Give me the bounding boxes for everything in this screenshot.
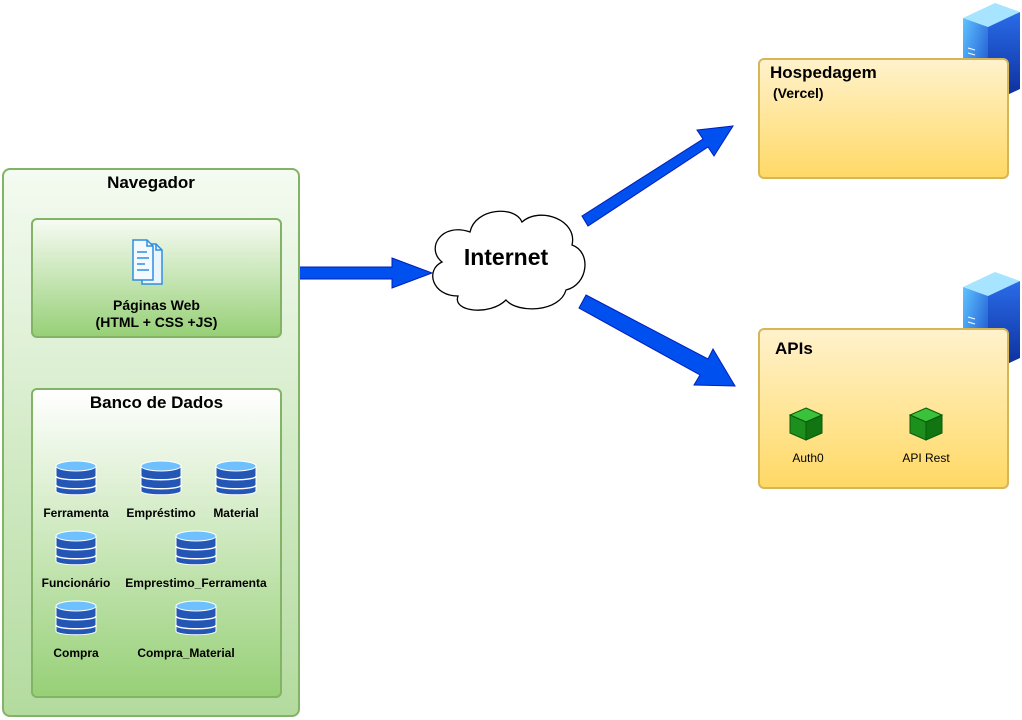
api-rest-icon: [909, 407, 943, 441]
arrow-to-hospedagem: [581, 125, 734, 227]
hospedagem-title: Hospedagem: [770, 63, 877, 82]
db-label-material: Material: [213, 506, 259, 520]
db-label-funcionario: Funcionário: [41, 576, 111, 590]
db-label-emprestimo: Empréstimo: [126, 506, 196, 520]
db-label-compra-material: Compra_Material: [137, 646, 235, 660]
api-rest-label: API Rest: [902, 451, 950, 465]
internet-label: Internet: [463, 244, 549, 270]
db-label-ferramenta: Ferramenta: [43, 506, 109, 520]
db-label-emprestimo-ferramenta: Emprestimo_Ferramenta: [125, 576, 267, 590]
db-label-compra: Compra: [53, 646, 99, 660]
internet-cloud-icon: [432, 210, 586, 311]
web-pages-icon: [132, 239, 163, 285]
navegador-title: Navegador: [107, 173, 195, 192]
hospedagem-subtitle: (Vercel): [773, 85, 824, 101]
arrow-to-apis: [578, 294, 736, 387]
paginas-web-label: Páginas Web: [113, 297, 200, 313]
apis-box: [758, 328, 1009, 489]
banco-de-dados-title: Banco de Dados: [89, 393, 224, 412]
hospedagem-box: [758, 58, 1009, 179]
auth0-label: Auth0: [792, 451, 824, 465]
paginas-web-tech-label: (HTML + CSS +JS): [95, 314, 218, 330]
apis-title: APIs: [775, 339, 813, 358]
auth0-icon: [789, 407, 823, 441]
